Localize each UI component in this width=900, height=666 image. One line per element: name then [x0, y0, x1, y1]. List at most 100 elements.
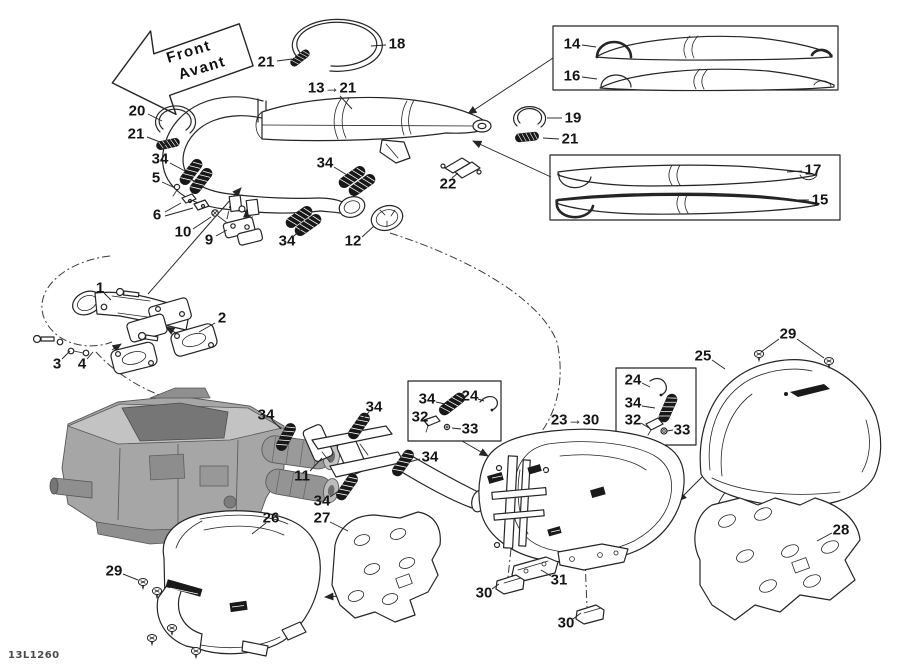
part-label-25: 25	[695, 348, 712, 365]
part-label-34: 34	[258, 407, 275, 424]
part-label-32: 32	[412, 409, 429, 426]
half-clamp-19	[513, 106, 547, 128]
leader-line	[641, 382, 651, 388]
part-label-10: 10	[175, 224, 192, 241]
leader-line	[164, 202, 182, 213]
part-label-21: 21	[562, 131, 579, 148]
leader-line	[169, 162, 186, 172]
leader-line	[423, 420, 430, 427]
part-label-31: 31	[551, 572, 568, 589]
part-label-34: 34	[314, 493, 331, 510]
leader-line	[192, 216, 212, 230]
pipe-bracket-22	[440, 157, 482, 179]
leader-line	[572, 612, 582, 620]
part-label-4: 4	[78, 356, 87, 373]
part-label-26: 26	[263, 510, 280, 527]
leader-line	[147, 113, 163, 122]
part-label-34: 34	[152, 151, 169, 168]
part-label-21: 21	[128, 126, 145, 143]
leader-line	[370, 44, 387, 47]
leader-line	[329, 521, 349, 532]
heat-shield-box-upper	[552, 25, 839, 92]
part-label-13→21: 13→21	[308, 80, 356, 97]
leader-line	[435, 401, 446, 405]
leader-line	[491, 583, 500, 590]
part-label-2: 2	[218, 310, 226, 327]
drawing-code: 13L1260	[8, 650, 60, 661]
leader-line	[581, 44, 597, 48]
muffler-cover-25	[699, 350, 882, 508]
leader-line	[309, 457, 323, 472]
tuned-pipe-assembly	[162, 96, 492, 218]
leader-line	[540, 569, 552, 577]
leader-line	[103, 292, 112, 301]
exhaust-spring-21c	[514, 131, 540, 143]
part-label-34: 34	[419, 391, 436, 408]
part-label-32: 32	[625, 412, 642, 429]
part-label-24: 24	[625, 372, 642, 389]
leader-line	[86, 351, 94, 360]
part-label-34: 34	[317, 155, 334, 172]
leader-line	[333, 166, 348, 176]
heat-shield-box-lower	[549, 154, 841, 221]
leader-line	[276, 58, 293, 62]
part-label-34: 34	[625, 395, 642, 412]
part-label-11: 11	[294, 468, 310, 485]
leader-line	[271, 419, 282, 430]
half-clamp-20	[154, 105, 197, 134]
part-label-15: 15	[812, 192, 829, 209]
part-label-34: 34	[279, 233, 296, 250]
engine-block	[49, 387, 341, 545]
part-label-28: 28	[833, 522, 850, 539]
outlet-gasket-12	[370, 204, 404, 232]
leader-line	[451, 172, 459, 179]
part-label-14: 14	[564, 36, 581, 53]
leader-line	[666, 429, 674, 432]
part-label-29: 29	[106, 563, 123, 580]
leader-line	[161, 181, 174, 188]
leader-line	[198, 322, 216, 333]
leader-line	[339, 95, 353, 110]
leader-line	[816, 532, 833, 542]
leader-line	[581, 76, 598, 80]
part-label-19: 19	[565, 110, 582, 127]
exhaust-manifold-1	[32, 287, 218, 375]
leader-line	[215, 229, 228, 237]
leader-line	[251, 522, 267, 535]
part-label-33: 33	[462, 421, 479, 438]
leader-line	[477, 398, 485, 402]
exhaust-spring-21b	[155, 136, 181, 152]
part-label-6: 6	[153, 207, 161, 224]
leader-line	[61, 350, 71, 360]
leader-line	[122, 573, 139, 581]
leader-line	[360, 411, 370, 421]
front-direction-arrow: Front Avant	[111, 23, 254, 116]
leader-line	[361, 225, 375, 238]
muffler-assembly	[478, 428, 685, 571]
part-label-27: 27	[314, 510, 331, 527]
part-label-5: 5	[152, 170, 160, 187]
exhaust-spring-21	[288, 47, 312, 69]
part-label-34: 34	[366, 399, 383, 416]
leader-line	[408, 458, 421, 463]
part-label-16: 16	[564, 68, 581, 85]
part-label-1: 1	[96, 280, 104, 297]
leader-line	[293, 228, 302, 237]
part-label-18: 18	[389, 36, 406, 53]
leader-line	[164, 207, 194, 217]
muffler-cover-26	[137, 510, 321, 659]
leader-line	[641, 405, 656, 409]
leader-line	[640, 422, 650, 429]
part-label-3: 3	[53, 356, 61, 373]
insulation-panel-28	[694, 497, 861, 621]
leader-line	[711, 359, 726, 370]
leader-line	[542, 137, 560, 140]
muffler-bracket-31	[511, 556, 559, 582]
part-label-22: 22	[440, 176, 457, 193]
pipe-mount-hardware	[172, 183, 264, 246]
part-label-33: 33	[674, 422, 691, 439]
insulation-panel-27	[331, 511, 441, 623]
leader-line	[451, 427, 462, 430]
